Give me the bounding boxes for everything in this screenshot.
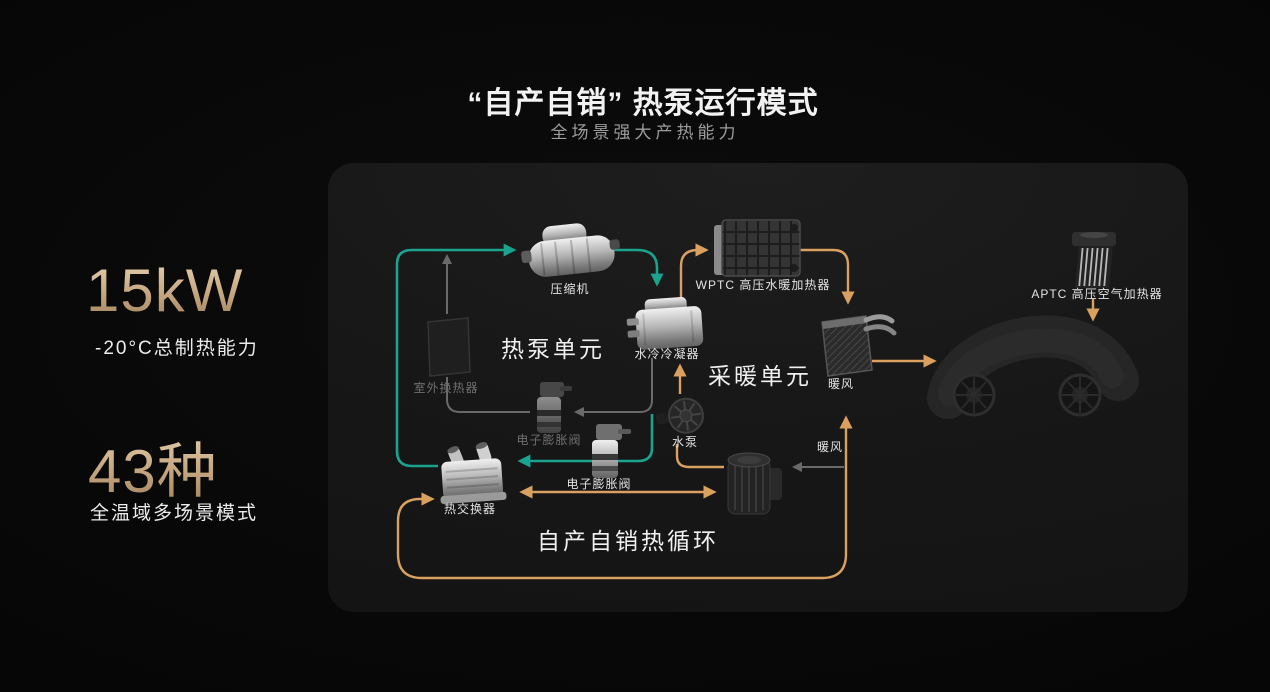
blower-fan-icon xyxy=(1058,373,1102,417)
line-compressor-to-condenser xyxy=(612,248,664,287)
label-compressor: 压缩机 xyxy=(550,282,590,296)
outdoor-heat-exchanger-icon xyxy=(427,317,471,377)
label-outdoor-heat-exchanger: 室外换热器 xyxy=(413,381,479,395)
line-pump-to-motor xyxy=(675,444,724,469)
stat-modes-label: 全温域多场景模式 xyxy=(90,503,259,524)
line-hx-to-compressor xyxy=(395,243,517,468)
heater-core-icon xyxy=(821,314,897,377)
section-label-heat-pump-unit: 热泵单元 xyxy=(501,336,605,362)
condenser-icon xyxy=(626,297,704,350)
label-expansion-valve-upper: 电子膨胀阀 xyxy=(516,433,582,447)
stat-modes-value: 43种 xyxy=(88,423,218,510)
section-label-heating-unit: 采暖单元 xyxy=(708,363,812,389)
line-self-cycle-loop xyxy=(396,415,853,580)
page-title: “自产自销” 热泵运行模式 xyxy=(467,87,819,120)
heat-exchanger-icon xyxy=(440,442,507,505)
label-heat-exchanger: 热交换器 xyxy=(443,502,497,516)
label-heater-core: 暖风 xyxy=(827,377,855,391)
compressor-icon xyxy=(521,223,620,277)
wptc-heater-icon xyxy=(714,219,801,277)
drive-motor-icon xyxy=(727,452,782,515)
blower-fan-icon xyxy=(952,373,996,417)
line-condenser-to-upper-valve xyxy=(574,358,653,417)
line-condenser-to-wptc xyxy=(679,243,709,303)
expansion-valve-upper-icon xyxy=(537,382,572,433)
line-wptc-to-heater-core xyxy=(796,248,855,305)
cabin-air-duct-icon xyxy=(927,315,1139,419)
label-aptc-heater: APTC 高压空气加热器 xyxy=(1031,287,1163,301)
stat-heat-power-label: -20°C总制热能力 xyxy=(95,338,259,359)
label-wptc-heater: WPTC 高压水暖加热器 xyxy=(695,278,831,292)
stat-heat-power-value: 15kW xyxy=(86,257,244,324)
label-expansion-valve-lower: 电子膨胀阀 xyxy=(566,477,632,491)
expansion-valve-lower-icon xyxy=(592,424,631,478)
label-water-pump: 水泵 xyxy=(671,435,699,449)
aptc-heater-icon xyxy=(1072,232,1116,288)
line-upper-valve-to-outdoor-hx xyxy=(446,377,530,413)
page-subtitle: 全场景强大产热能力 xyxy=(550,123,740,142)
water-pump-icon xyxy=(655,397,704,434)
label-warm-air-flow: 暖风 xyxy=(816,440,844,454)
label-condenser: 水冷冷凝器 xyxy=(634,347,700,361)
section-label-self-cycle: 自产自销热循环 xyxy=(537,528,719,554)
